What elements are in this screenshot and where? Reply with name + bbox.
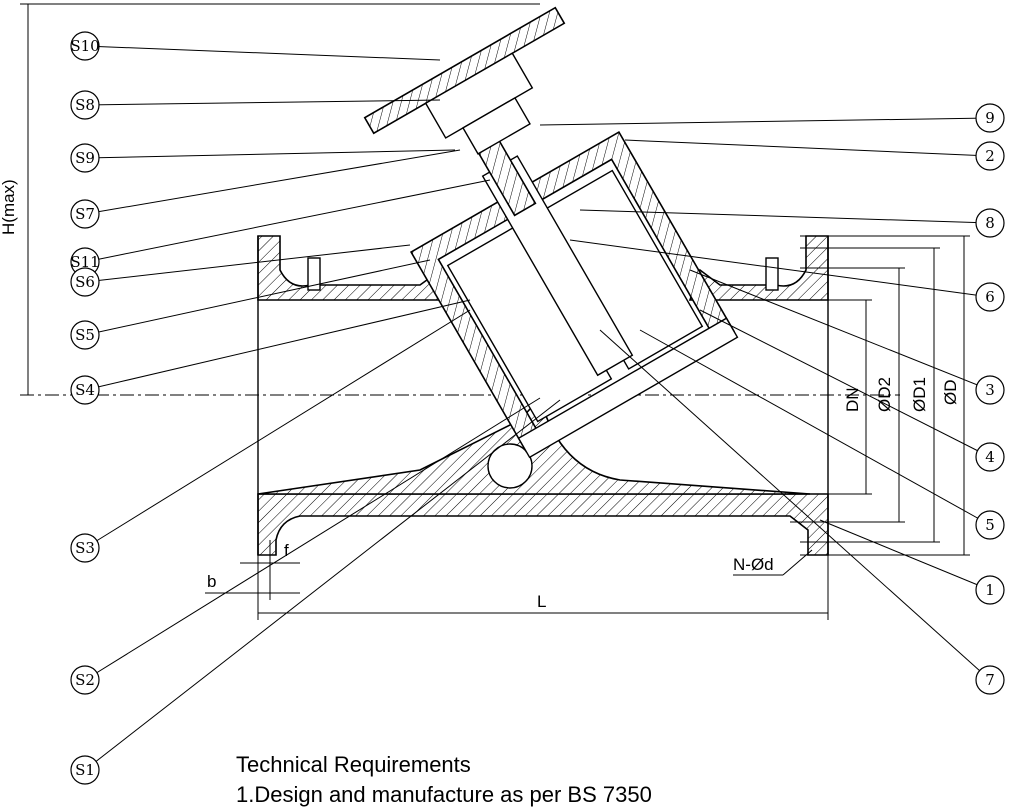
technical-requirements-item: 1.Design and manufacture as per BS 7350 [236,782,652,807]
callout-circle-2 [975,141,1005,171]
callout-leader-6 [569,239,991,298]
callout-circle-s7 [70,199,100,229]
callout-label-s5: S5 [75,326,95,344]
d1-label: ØD1 [910,377,929,412]
callout-leader-s9 [84,149,456,159]
callout-label-1: 1 [985,581,995,599]
callout-leader-9 [539,117,991,126]
callout-leader-3 [689,269,991,391]
callout-leader-s8 [84,99,441,106]
callout-leader-4 [699,309,991,458]
handwheel [363,6,566,155]
hmax-label: H(max) [0,179,18,235]
callout-circle-5 [975,510,1005,540]
callout-label-8: 8 [985,214,995,232]
callout-label-s3: S3 [75,539,95,557]
callout-leader-s11 [84,179,491,263]
callout-label-3: 3 [985,381,995,399]
callout-leader-s2 [84,397,541,681]
callout-label-6: 6 [985,288,995,306]
right-callouts: 9 2 8 6 3 4 5 1 7 [539,103,1005,695]
callout-circle-s6 [70,267,100,297]
drain-hole [487,443,533,489]
d-label: ØD [941,380,960,406]
callout-circle-9 [975,103,1005,133]
callout-circle-s2 [70,665,100,695]
valve-body-bottom [257,493,829,556]
callout-leader-s3 [84,309,471,549]
callout-label-7: 7 [985,671,995,689]
callout-label-s6: S6 [75,273,95,291]
callout-label-s10: S10 [70,37,99,55]
callout-leader-5 [639,329,991,526]
callout-leader-1 [819,519,991,591]
callout-label-s7: S7 [75,205,95,223]
callout-leader-s5 [84,259,431,336]
callout-leader-s7 [84,149,461,215]
callout-label-s9: S9 [75,149,95,167]
callout-leader-2 [624,139,991,157]
callout-circle-1 [975,575,1005,605]
callout-label-5: 5 [985,516,995,534]
callout-label-s4: S4 [75,381,95,399]
callout-leader-8 [579,209,991,224]
callout-circle-s10 [70,31,100,61]
callout-circle-s4 [70,375,100,405]
callout-leader-s1 [84,399,561,771]
callout-circle-6 [975,282,1005,312]
b-label: b [207,572,216,591]
callout-label-s8: S8 [75,96,95,114]
technical-requirements-title: Technical Requirements [236,752,471,777]
length-label: L [537,592,546,611]
callout-label-s1: S1 [75,761,95,779]
callout-circle-4 [975,442,1005,472]
callout-label-9: 9 [985,109,995,127]
callout-circle-s8 [70,90,100,120]
callout-label-4: 4 [985,448,995,466]
callout-label-2: 2 [985,147,995,165]
callout-circle-s3 [70,533,100,563]
callout-leader-s10 [84,45,441,61]
callout-circle-8 [975,208,1005,238]
callout-circle-7 [975,665,1005,695]
inlet-flange [257,235,441,301]
callout-leader-s4 [84,299,471,391]
bolt-right [765,257,779,291]
callout-circle-s5 [70,320,100,350]
callout-circle-s1 [70,755,100,785]
bolt-holes-label: N-Ød [733,555,774,574]
callout-label-s11: S11 [70,253,99,271]
callout-leader-s6 [84,244,411,283]
f-label: f [284,541,289,560]
d2-label: ØD2 [875,377,894,412]
callout-circle-s9 [70,143,100,173]
callout-label-s2: S2 [75,671,95,689]
callout-leader-7 [599,329,991,681]
bolt-left [307,257,321,291]
callout-circle-3 [975,375,1005,405]
dn-label: DN [843,387,862,412]
